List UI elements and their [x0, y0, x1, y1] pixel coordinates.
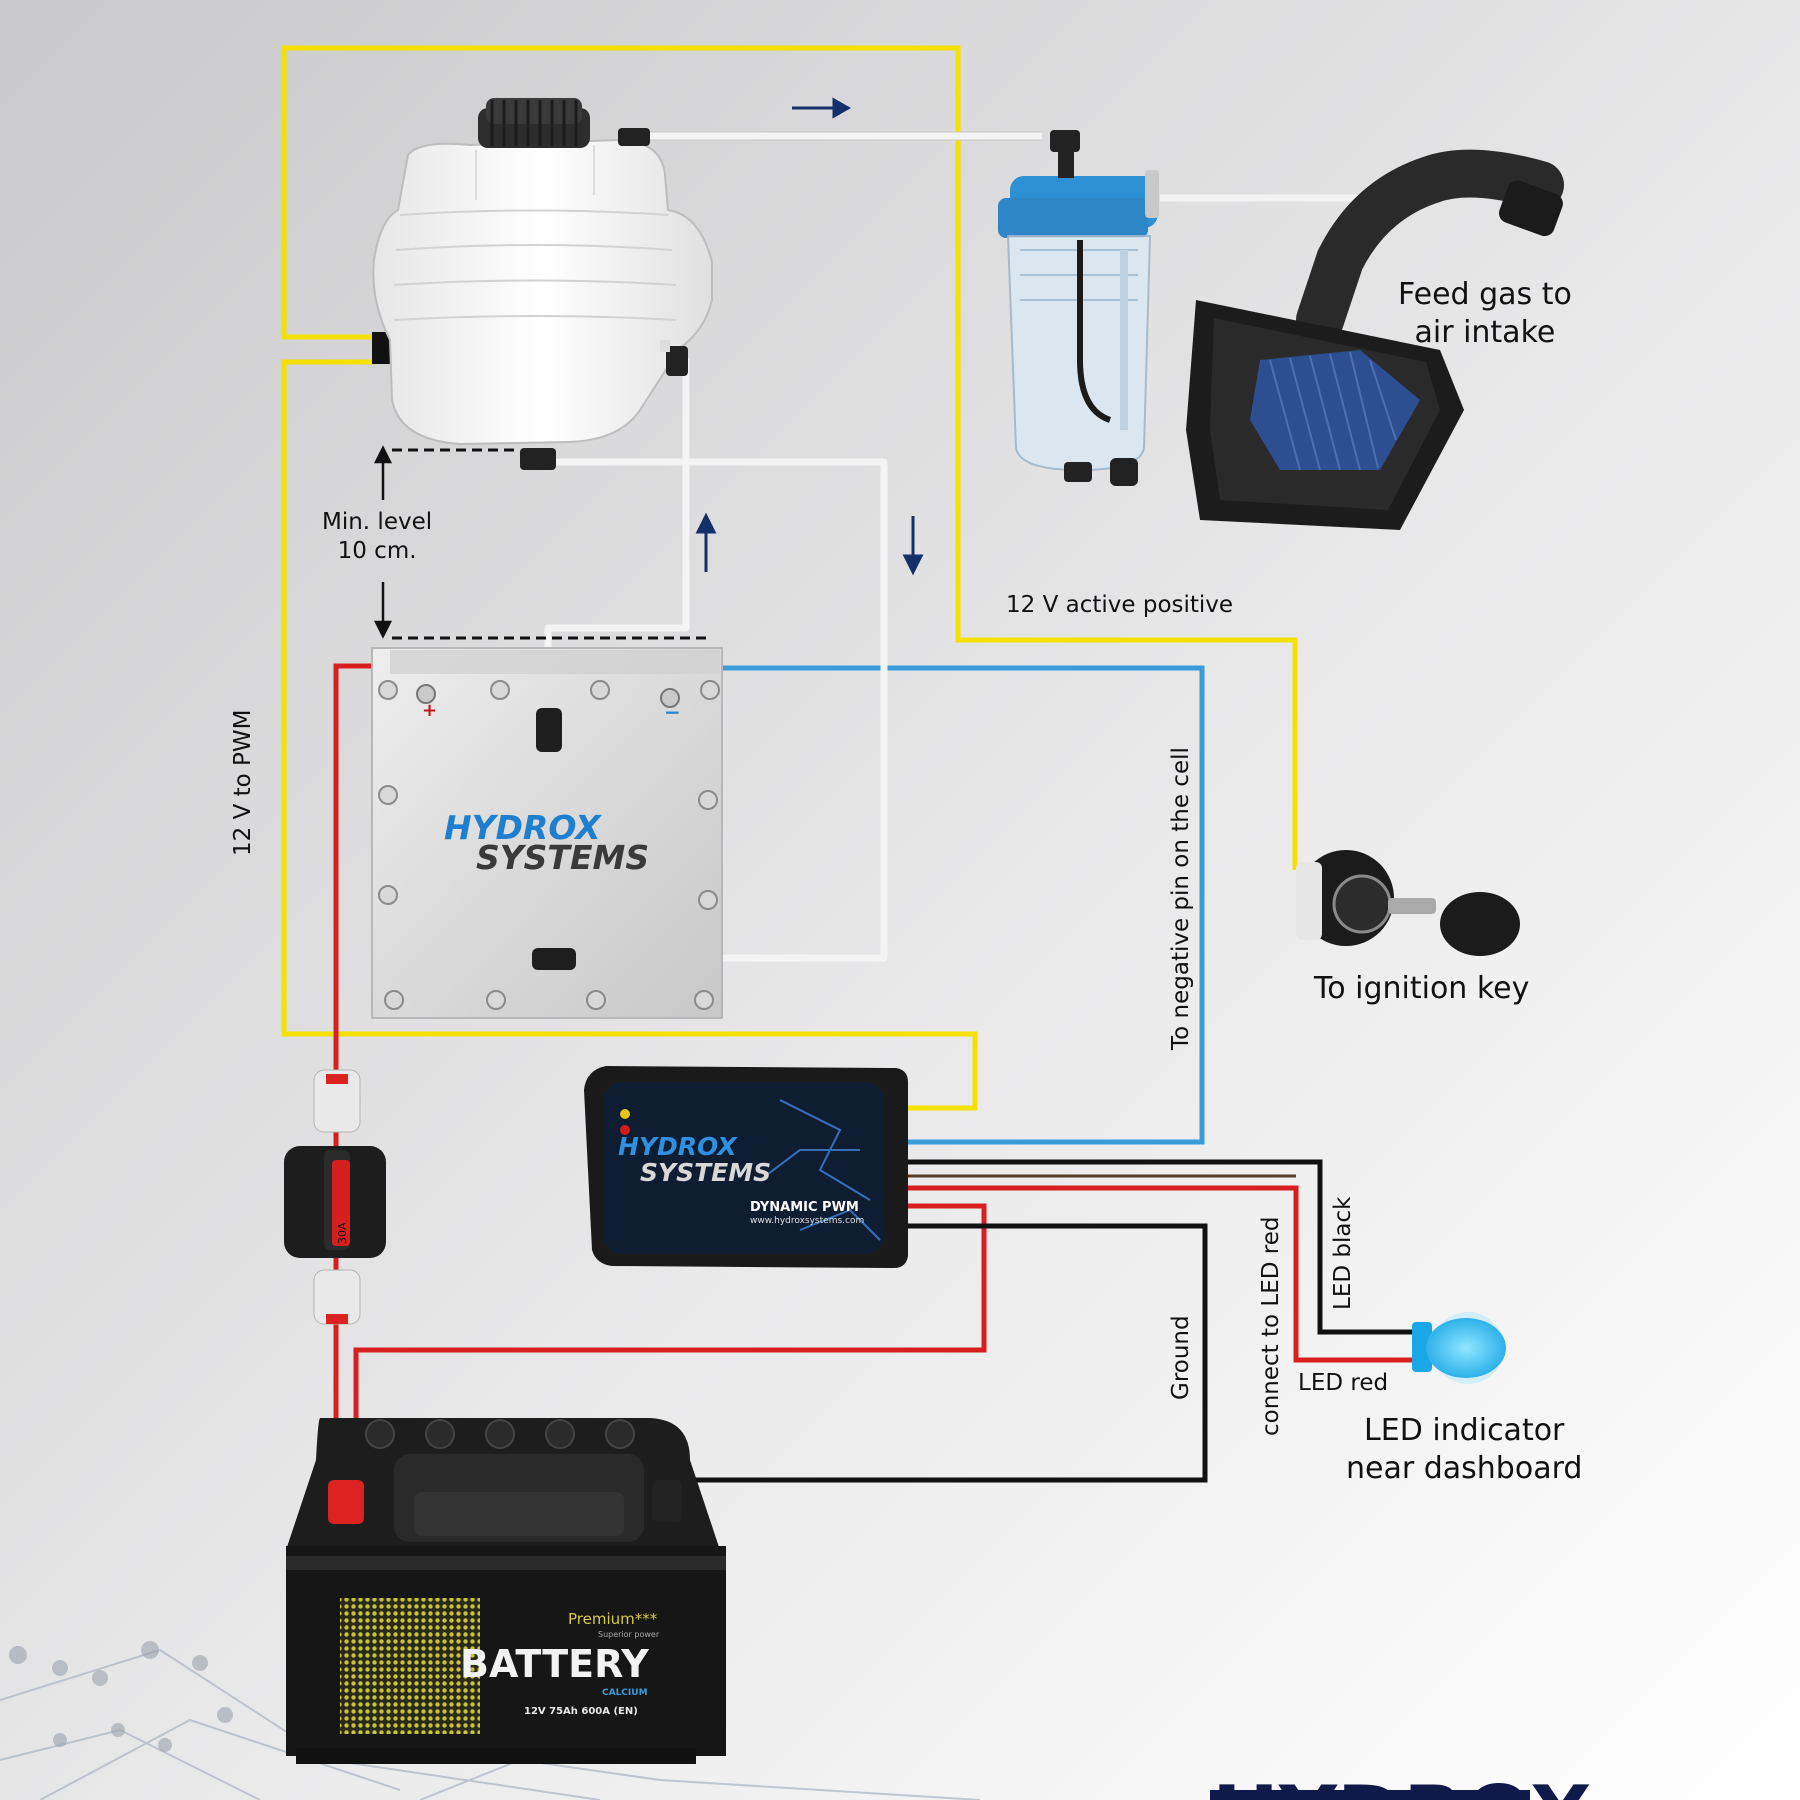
- cell-plus-sign: +: [422, 700, 438, 721]
- battery-label-pattern: [340, 1598, 480, 1734]
- footer-logo-clip: [1210, 1790, 1530, 1800]
- footer-logo: HYDROX: [1212, 1776, 1592, 1800]
- cell-minus-sign: −: [664, 700, 681, 724]
- flow-arrows: [695, 97, 924, 576]
- battery-tagline: Superior power: [598, 1630, 660, 1639]
- led-black-label: LED black: [1330, 1196, 1356, 1310]
- cell-brand-systems: SYSTEMS: [476, 838, 650, 877]
- battery-negative-terminal: [652, 1480, 682, 1522]
- yellow-wires: [281, 45, 1298, 1111]
- cell-top-fitting: [536, 708, 562, 752]
- circuit-breaker: [284, 1069, 386, 1325]
- black-wires: [670, 1159, 1418, 1483]
- led-indicator-label: LED indicator near dashboard: [1346, 1413, 1583, 1486]
- flow-arrow-down: [902, 554, 924, 576]
- decorative-dots: [9, 1641, 233, 1752]
- pwm-url-label: www.hydroxsystems.com: [750, 1216, 865, 1226]
- led-red-wire: [908, 1185, 1418, 1363]
- breaker-rating: 30A: [336, 1222, 349, 1244]
- hose-tank-to-cell-bottom: [548, 458, 888, 962]
- pwm-brand-systems: SYSTEMS: [640, 1158, 772, 1187]
- twelve-v-pwm-label: 12 V to PWM: [230, 709, 256, 856]
- hoses: [544, 132, 1380, 962]
- battery-spec: 12V 75Ah 600A (EN): [524, 1706, 638, 1717]
- hose-outlines: [640, 131, 1042, 141]
- tank-sensor-connector: [372, 332, 392, 364]
- battery-positive-terminal: [328, 1480, 364, 1524]
- red-wire-pwm-to-battery: [353, 1203, 987, 1490]
- connect-led-red-label: connect to LED red: [1258, 1216, 1284, 1436]
- min-level-arrows: [373, 445, 393, 639]
- air-intake: [1186, 149, 1564, 530]
- led-red-label: LED red: [1298, 1370, 1389, 1396]
- led-black-wire: [908, 1159, 1418, 1335]
- yellow-wire-12v-pwm: [281, 359, 978, 1111]
- battery-title: BATTERY: [460, 1642, 649, 1686]
- active-positive-label: 12 V active positive: [1006, 592, 1234, 618]
- battery-type: CALCIUM: [602, 1688, 648, 1698]
- cell-bottom-fitting: [532, 948, 576, 970]
- pwm-brand-hydrox: HYDROX: [618, 1132, 737, 1161]
- tank-fittings: [520, 128, 688, 470]
- yellow-wire-tank-loop: [281, 45, 1298, 870]
- ignition-switch: [1296, 850, 1520, 956]
- min-level-label: Min. level 10 cm.: [322, 509, 433, 564]
- ignition-label: To ignition key: [1314, 971, 1530, 1006]
- battery-grade: Premium***: [568, 1610, 658, 1628]
- ground-label: Ground: [1168, 1315, 1194, 1400]
- flow-arrow-right: [832, 97, 852, 119]
- feed-gas-label: Feed gas to air intake: [1398, 277, 1572, 350]
- tank-cap: [478, 98, 590, 148]
- pwm-model-label: DYNAMIC PWM: [750, 1200, 859, 1215]
- cell-terminal-pos: [416, 684, 436, 704]
- ground-wire: [670, 1223, 1208, 1483]
- hydrox-cell: [371, 647, 723, 1019]
- car-battery: [286, 1418, 726, 1764]
- led-indicator: [1412, 1312, 1506, 1384]
- bubbler: [998, 130, 1159, 486]
- cell-terminal-neg: [660, 688, 680, 708]
- cell-bolts: [378, 680, 720, 1010]
- negative-pin-label: To negative pin on the cell: [1168, 747, 1194, 1050]
- pwm-controller: [584, 1066, 908, 1268]
- flow-arrow-up: [695, 512, 717, 534]
- cell-brand-hydrox: HYDROX: [444, 808, 601, 847]
- min-level-lines: [392, 448, 712, 640]
